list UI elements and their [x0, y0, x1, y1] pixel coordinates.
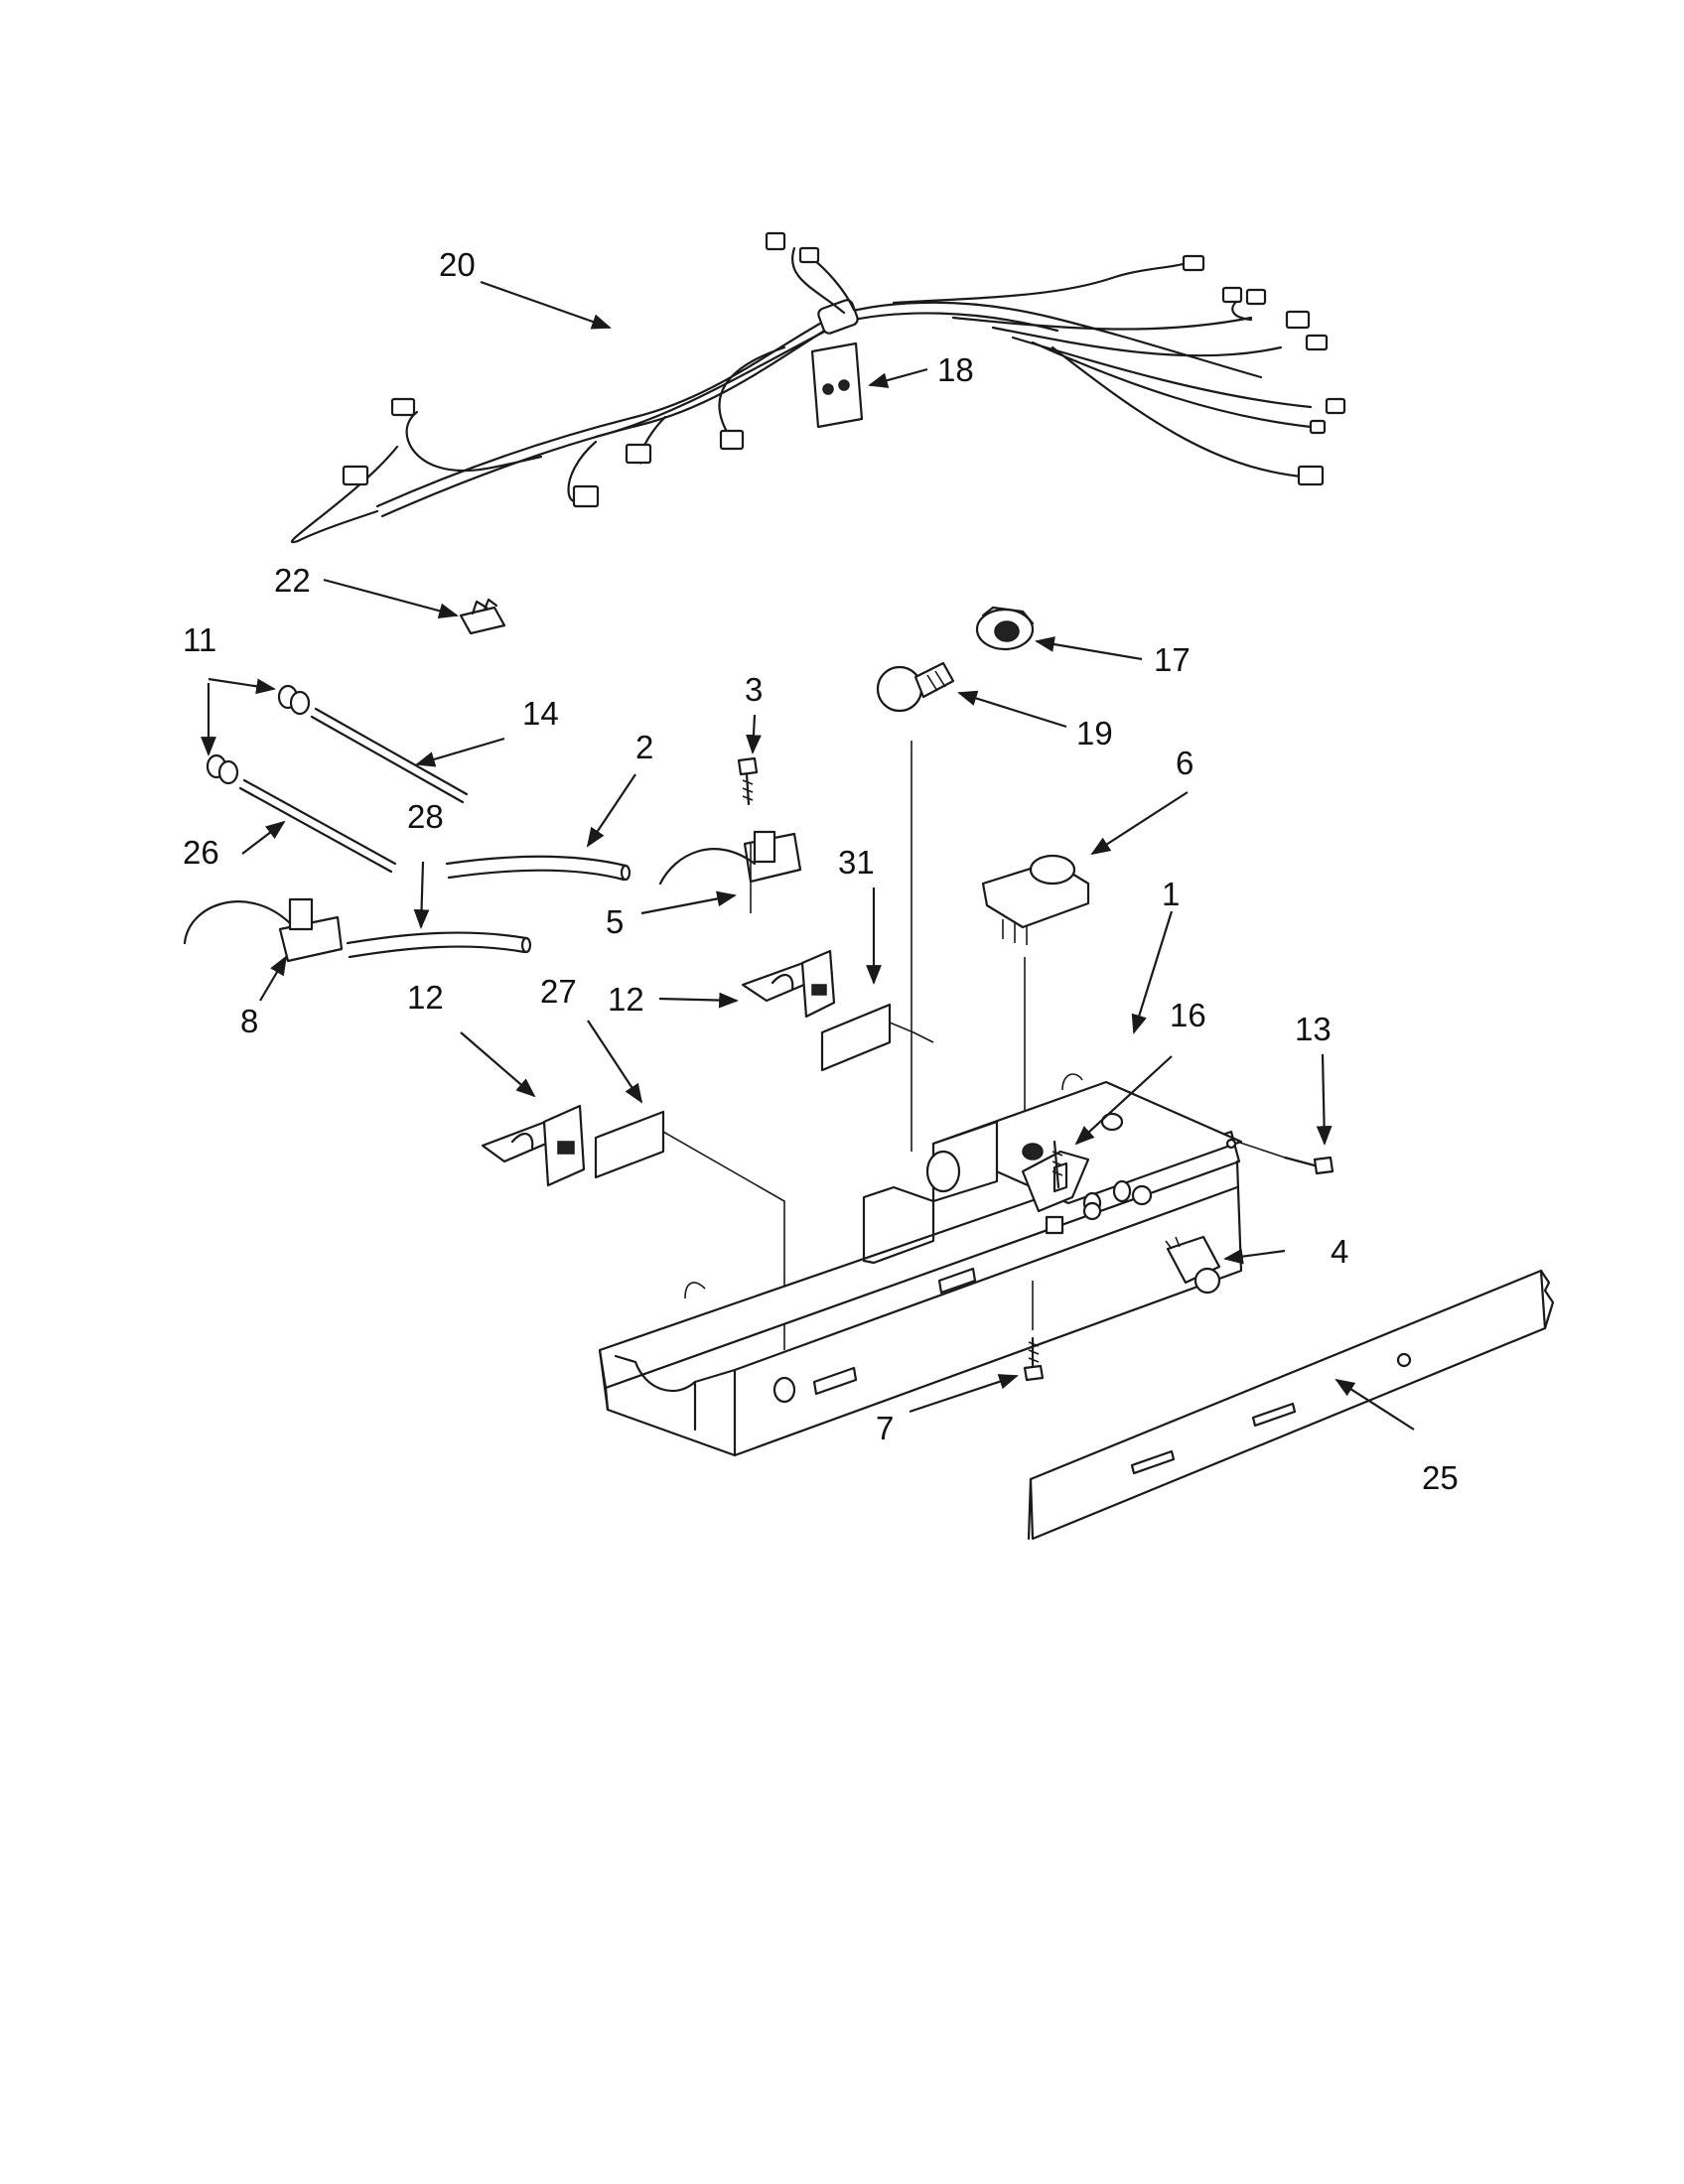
callout-11: 11: [183, 621, 216, 658]
label-part-31: [820, 1003, 934, 1072]
bracket-part-12-upper: [741, 949, 836, 1019]
callout-12b: 12: [608, 981, 644, 1018]
label-plate-part-18: [810, 341, 864, 429]
bracket-part-12-lower: [481, 1104, 586, 1187]
socket-part-17: [975, 606, 1035, 651]
grommets-part-11: [206, 684, 311, 785]
trim-strip-part-25: [1027, 1269, 1555, 1541]
switch-part-8: [183, 897, 344, 963]
leader-lines: [201, 280, 1415, 1431]
callout-25: 25: [1422, 1459, 1459, 1496]
callout-7: 7: [876, 1410, 894, 1446]
screw-part-7: [1023, 1281, 1045, 1382]
screw-part-16: [1052, 1140, 1063, 1189]
callout-13: 13: [1295, 1011, 1332, 1047]
callout-31: 31: [838, 844, 875, 881]
callout-17: 17: [1154, 641, 1191, 678]
callout-5: 5: [606, 903, 624, 940]
callout-8: 8: [240, 1003, 258, 1039]
callout-14: 14: [522, 695, 559, 732]
wire-harness-part-20: [290, 231, 1346, 544]
screw-part-3: [737, 756, 759, 806]
rod-part-14: [310, 707, 469, 804]
screw-part-13: [1236, 1141, 1334, 1175]
callout-3: 3: [745, 671, 763, 708]
tube-part-2: [445, 855, 632, 882]
knob-part-4: [1165, 1235, 1221, 1295]
callout-20: 20: [439, 246, 476, 283]
callout-12a: 12: [407, 979, 444, 1016]
bulb-part-19: [876, 661, 955, 1152]
tube-part-28: [346, 931, 532, 959]
callout-28: 28: [407, 798, 444, 835]
control-part-6: [981, 854, 1090, 1132]
callout-19: 19: [1076, 715, 1113, 751]
clip-part-22: [459, 598, 506, 635]
housing-part-1: [598, 1073, 1243, 1457]
rod-part-26: [238, 778, 397, 874]
callout-26: 26: [183, 834, 219, 871]
callout-27: 27: [540, 973, 577, 1010]
callout-16: 16: [1170, 997, 1206, 1033]
switch-part-5: [658, 830, 802, 913]
callout-6: 6: [1176, 745, 1193, 781]
callout-22: 22: [274, 562, 311, 599]
callout-labels: 1 2 3 4 5 6 7 8 11 12 12 13 14 16 17 18 …: [183, 246, 1459, 1496]
callout-1: 1: [1162, 876, 1180, 912]
callout-18: 18: [937, 351, 974, 388]
callout-4: 4: [1331, 1233, 1348, 1270]
callout-2: 2: [635, 729, 653, 765]
